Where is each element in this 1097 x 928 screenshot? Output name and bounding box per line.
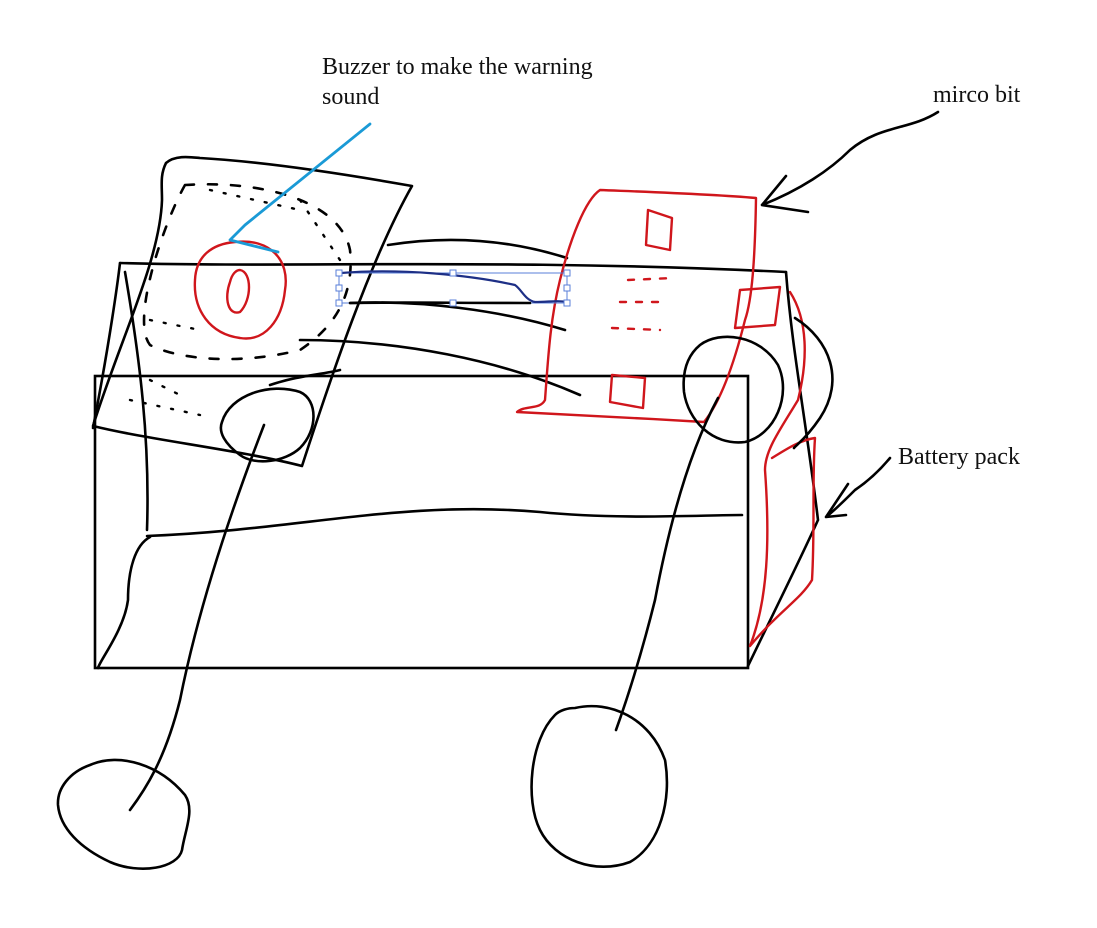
- front-left-hub: [219, 387, 315, 463]
- cart-body: [91, 238, 820, 670]
- selection-handle-tl[interactable]: [335, 269, 343, 277]
- front-left-wheel: [56, 758, 191, 870]
- cart-right-side: [746, 270, 820, 668]
- microbit-led-grid: [610, 276, 674, 332]
- microbit-annotation: mirco bit: [933, 82, 1021, 108]
- front-left-axle: [128, 423, 266, 812]
- selection-overlay[interactable]: [335, 269, 571, 307]
- cart-interior-line-2: [348, 301, 567, 332]
- wheels: [56, 316, 834, 870]
- cart-front-panel: [93, 374, 750, 670]
- cart-interior-line-1: [386, 238, 569, 260]
- cart-divider-left: [96, 535, 152, 670]
- selection-handle-mr[interactable]: [563, 284, 571, 292]
- microbit-outline: [515, 188, 758, 424]
- selected-path[interactable]: [340, 270, 567, 304]
- microbit-button-a: [644, 208, 674, 252]
- buzzer-annotation-line2: sound: [322, 84, 380, 110]
- rear-right-hub: [682, 335, 785, 444]
- microbit-button-b: [608, 373, 647, 410]
- buzzer-dotted-texture: [128, 188, 342, 417]
- selection-handle-br[interactable]: [563, 299, 571, 307]
- selection-handle-ml[interactable]: [335, 284, 343, 292]
- rear-right-axle: [614, 396, 720, 732]
- battery-leader-arrow: [824, 456, 892, 519]
- selection-bounding-box[interactable]: [338, 272, 568, 304]
- microbit-board: [515, 188, 782, 424]
- microbit-leader-arrow: [760, 110, 940, 214]
- selection-handle-tm[interactable]: [449, 269, 457, 277]
- cart-left-side: [91, 261, 122, 430]
- battery-pack: [748, 290, 817, 648]
- battery-pack-outline: [748, 290, 817, 648]
- buzzer-annotation: Buzzer to make the warning sound: [322, 52, 593, 112]
- cart-left-inner: [123, 270, 149, 532]
- selection-handle-bl[interactable]: [335, 299, 343, 307]
- rear-wheel-bracket: [792, 316, 834, 450]
- buzzer-panel-outline: [91, 155, 414, 468]
- cart-interior-line-3: [298, 338, 582, 397]
- cart-divider: [145, 507, 744, 538]
- selection-handle-bm[interactable]: [449, 299, 457, 307]
- buzzer-leader-line: [228, 122, 372, 254]
- buzzer-panel: [91, 155, 414, 468]
- leaders: [228, 110, 940, 519]
- buzzer-red-inner: [226, 268, 251, 314]
- buzzer-annotation-line1: Buzzer to make the warning: [322, 54, 593, 80]
- rear-right-wheel: [530, 704, 669, 868]
- buzzer-dashed-ring: [142, 183, 352, 361]
- microbit-connector: [733, 285, 782, 330]
- battery-annotation: Battery pack: [898, 444, 1020, 470]
- buzzer-red-circle: [193, 240, 287, 340]
- selection-handle-tr[interactable]: [563, 269, 571, 277]
